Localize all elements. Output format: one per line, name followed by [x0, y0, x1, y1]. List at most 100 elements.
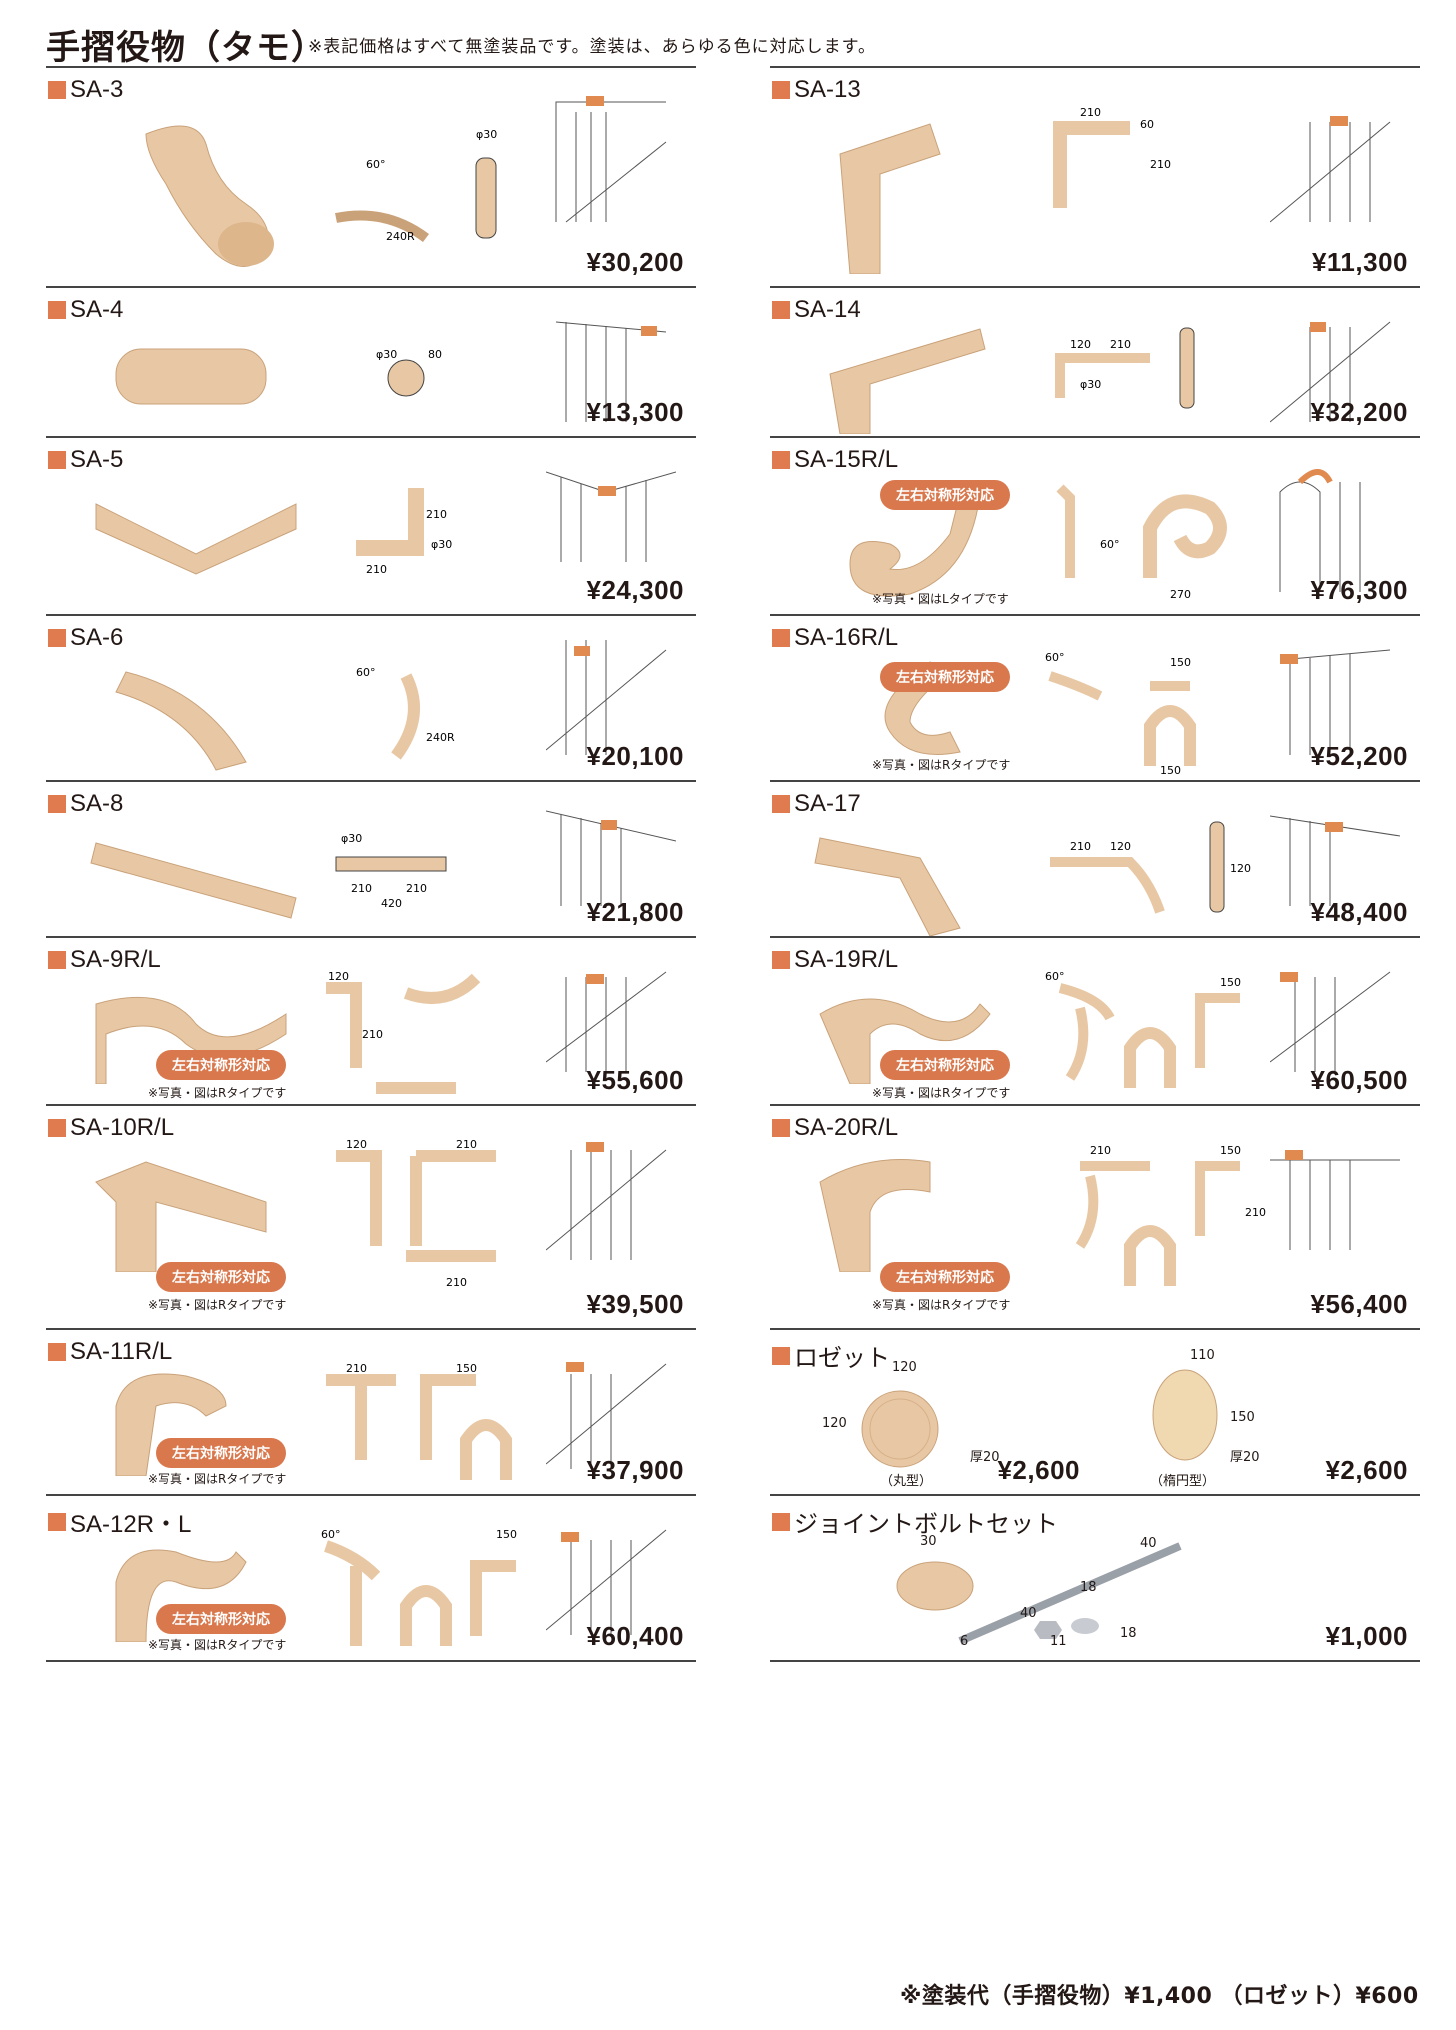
symmetry-badge: 左右対称形対応	[880, 1050, 1010, 1080]
square-marker-icon	[772, 81, 790, 99]
square-marker-icon	[48, 451, 66, 469]
product-price: ¥37,900	[586, 1455, 684, 1485]
stair-illustration	[1270, 815, 1400, 906]
stair-illustration	[546, 640, 667, 755]
svg-text:150: 150	[1220, 976, 1241, 989]
svg-text:270: 270	[1170, 588, 1191, 601]
stair-illustration	[1270, 321, 1391, 423]
svg-text:60°: 60°	[1045, 651, 1065, 664]
product-code: SA-5	[48, 446, 123, 474]
symmetry-badge: 左右対称形対応	[156, 1438, 286, 1468]
square-marker-icon	[772, 629, 790, 647]
product-price: ¥32,200	[1310, 397, 1408, 427]
product-photo	[849, 493, 981, 597]
svg-text:210: 210	[446, 1276, 467, 1289]
product-photo	[145, 125, 274, 267]
product-price: ¥20,100	[586, 741, 684, 771]
type-caption: ※写真・図はRタイプです	[148, 1472, 287, 1486]
rosette-round-height: 120	[822, 1416, 847, 1431]
product-price: ¥11,300	[1311, 247, 1408, 277]
product-code: SA-20R/L	[772, 1114, 898, 1142]
svg-text:60°: 60°	[366, 158, 386, 171]
stair-illustration	[1279, 469, 1361, 592]
product-photo	[115, 348, 267, 405]
square-marker-icon	[48, 1343, 66, 1361]
square-marker-icon	[48, 81, 66, 99]
product-photo	[819, 998, 991, 1084]
svg-text:210: 210	[366, 563, 387, 576]
svg-text:120: 120	[328, 970, 349, 983]
rosette-round-price: ¥2,600	[997, 1455, 1080, 1485]
square-marker-icon	[48, 301, 66, 319]
product-code: SA-9R/L	[48, 946, 161, 974]
svg-text:210: 210	[1090, 1144, 1111, 1157]
type-caption: ※写真・図はRタイプです	[148, 1298, 287, 1312]
svg-text:150: 150	[496, 1528, 517, 1541]
svg-text:150: 150	[1220, 1144, 1241, 1157]
svg-text:60°: 60°	[321, 1528, 341, 1541]
svg-text:210: 210	[406, 882, 427, 895]
stair-illustration	[546, 971, 667, 1072]
svg-text:60°: 60°	[1045, 970, 1065, 983]
svg-text:φ30: φ30	[431, 538, 452, 551]
rosette-oval-price: ¥2,600	[1325, 1455, 1408, 1485]
svg-text:60°: 60°	[356, 666, 376, 679]
svg-text:210: 210	[1110, 338, 1131, 351]
rosette-round-photo	[861, 1390, 939, 1468]
product-sa-12rl: SA-12R・L 60°150 左右対称形対応 ※写真・図はRタイプです ¥60…	[46, 1494, 696, 1662]
dimension-diagram: 60°270	[1056, 484, 1227, 601]
product-code: SA-13	[772, 76, 861, 104]
product-code: SA-15R/L	[772, 446, 898, 474]
symmetry-badge: 左右対称形対応	[156, 1050, 286, 1080]
painting-fee-note: ※塗装代（手摺役物）¥1,400 （ロゼット）¥600	[900, 1984, 1419, 2009]
svg-text:240R: 240R	[426, 731, 455, 744]
bolt-price: ¥1,000	[1325, 1621, 1408, 1651]
rosette-oval-label: （楕円型）	[1150, 1474, 1216, 1489]
product-photo	[819, 1159, 931, 1272]
symmetry-badge: 左右対称形対応	[156, 1262, 286, 1292]
svg-text:420: 420	[381, 897, 402, 910]
product-photo	[95, 503, 297, 575]
type-caption: ※写真・図はRタイプです	[148, 1086, 287, 1100]
stair-illustration	[1279, 649, 1391, 755]
svg-text:120: 120	[1110, 840, 1131, 853]
stair-illustration	[555, 96, 667, 223]
symmetry-badge: 左右対称形対応	[156, 1604, 286, 1634]
product-photo	[95, 1161, 267, 1272]
product-rosette: ロゼット 120 120 厚20 （丸型） ¥2,600 110 150 厚20…	[770, 1328, 1420, 1494]
product-photo	[115, 1373, 227, 1476]
product-code: SA-12R・L	[48, 1504, 191, 1539]
dimension-diagram: 60° 150	[1045, 970, 1241, 1088]
svg-text:φ30: φ30	[476, 128, 497, 141]
product-code: SA-10R/L	[48, 1114, 174, 1142]
product-price: ¥55,600	[586, 1065, 684, 1095]
square-marker-icon	[48, 951, 66, 969]
square-marker-icon	[48, 1512, 66, 1531]
product-photo	[115, 671, 247, 771]
type-caption: ※写真・図はRタイプです	[148, 1638, 287, 1652]
product-photo	[814, 837, 961, 937]
rosette-round-width: 120	[892, 1360, 917, 1375]
product-price: ¥52,200	[1310, 741, 1408, 771]
svg-text:210: 210	[1070, 840, 1091, 853]
type-caption: ※写真・図はRタイプです	[872, 1086, 1011, 1100]
product-price: ¥48,400	[1310, 897, 1408, 927]
product-code: SA-14	[772, 296, 861, 324]
product-photo	[115, 1549, 247, 1642]
rosette-oval-thickness: 厚20	[1230, 1450, 1260, 1465]
svg-text:210: 210	[351, 882, 372, 895]
